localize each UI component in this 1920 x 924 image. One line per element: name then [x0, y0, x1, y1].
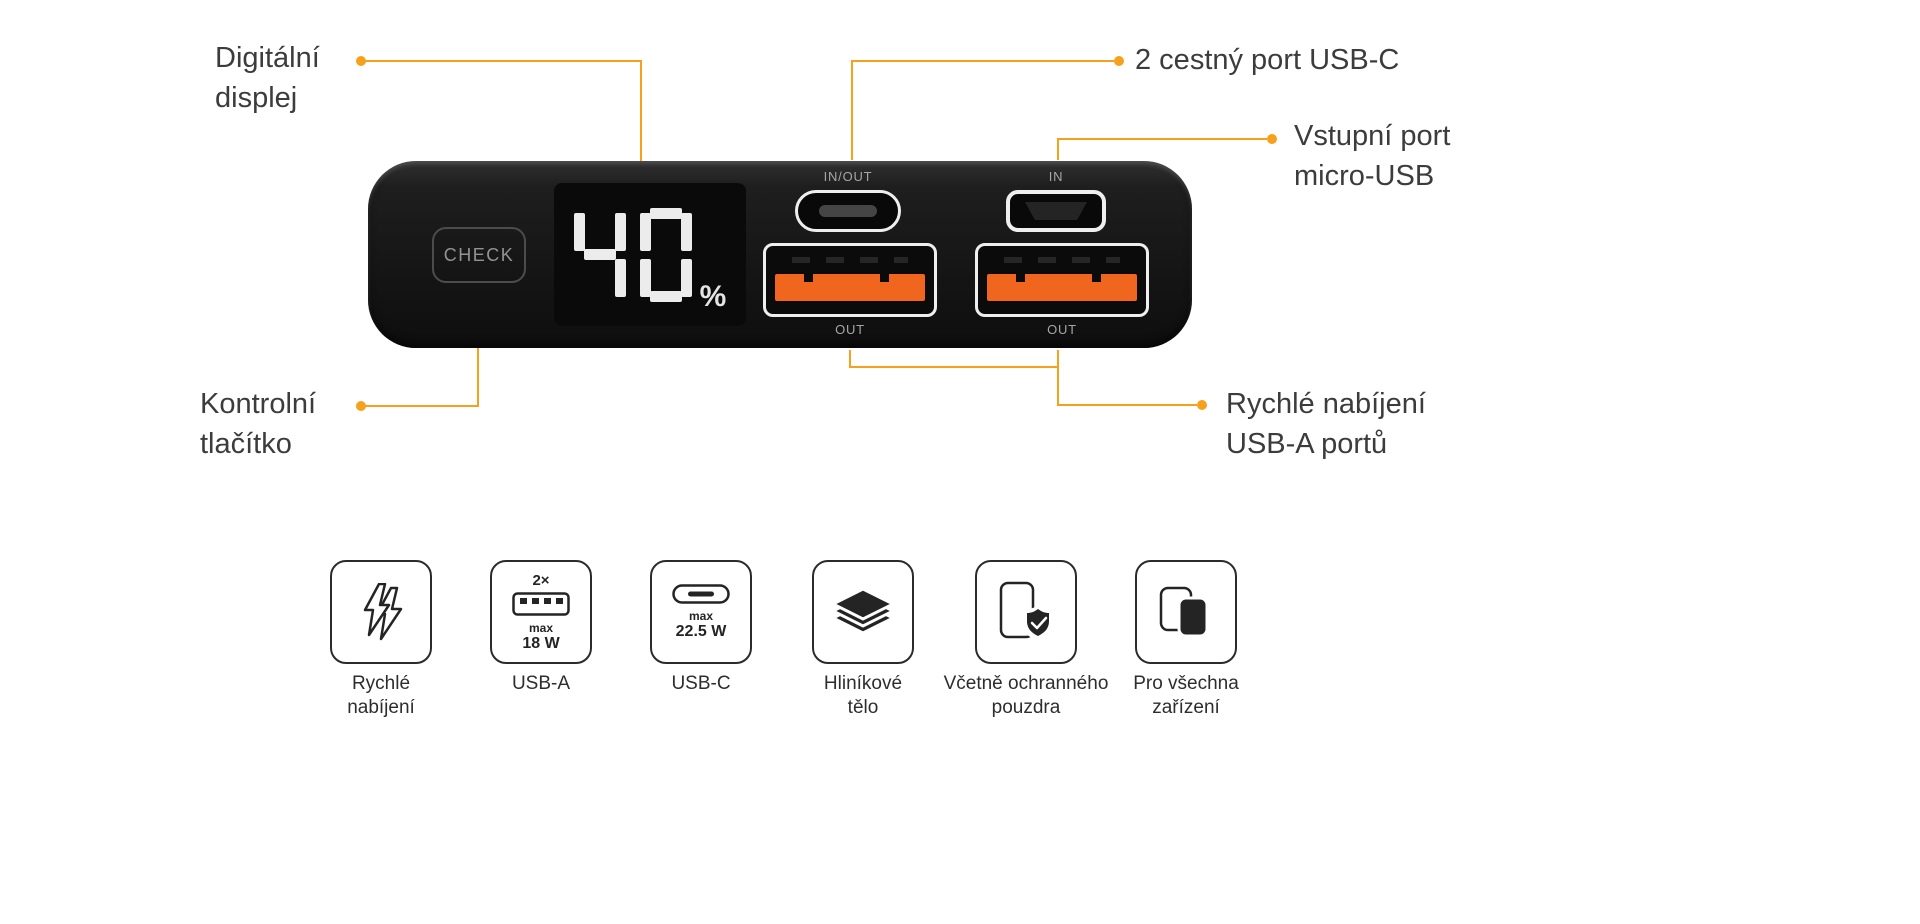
- usb-c-icon: max 22.5 W: [650, 560, 752, 664]
- micro-usb-port: [1006, 190, 1106, 232]
- port-label-out-1: OUT: [835, 322, 865, 337]
- feature-label: Včetně ochranného pouzdra: [943, 673, 1109, 718]
- usb-a-notch: [1015, 274, 1025, 282]
- feature-all-devices: Pro všechna zařízení: [1133, 560, 1239, 718]
- usb-a-notch: [803, 274, 813, 282]
- usb-a-tongue: [775, 274, 925, 301]
- usb-a-notch: [1092, 274, 1101, 282]
- usb-a-tongue: [987, 274, 1137, 301]
- usb-a-multiplier: 2×: [532, 571, 550, 589]
- usb-c-max-value: 22.5 W: [675, 622, 727, 640]
- callout-digital-display: Digitální displej: [215, 42, 320, 114]
- callout-line: [849, 350, 851, 368]
- lightning-icon: [330, 560, 432, 664]
- callout-line: [1058, 138, 1267, 140]
- usb-a-notch: [880, 274, 889, 282]
- callout-usbc-port: 2 cestný port USB-C: [1135, 44, 1400, 76]
- feature-usb-c: max 22.5 W USB-C: [650, 560, 752, 694]
- callout-line: [1057, 350, 1059, 406]
- feature-label: USB-A: [511, 673, 571, 694]
- feature-label: USB-C: [671, 673, 731, 694]
- powerbank-device: CHECK % IN/OUT IN OUT OU: [368, 161, 1192, 348]
- port-label-in: IN: [1048, 169, 1064, 184]
- usb-a-pins: [792, 257, 908, 263]
- callout-dot-check: [356, 401, 366, 411]
- feature-protective-case: Včetně ochranného pouzdra: [944, 560, 1108, 718]
- usb-c-port: [795, 190, 901, 232]
- display-digits: [573, 207, 692, 302]
- port-label-out-2: OUT: [1047, 322, 1077, 337]
- callout-line: [849, 366, 1059, 368]
- display-digit: [573, 208, 626, 302]
- feature-label: Pro všechna zařízení: [1133, 673, 1239, 718]
- callout-line: [362, 60, 642, 62]
- callout-line: [851, 60, 853, 160]
- micro-usb-connector: [1025, 202, 1087, 220]
- protective-case-icon: [975, 560, 1077, 664]
- callout-check-button: Kontrolní tlačítko: [200, 388, 317, 460]
- usb-a-max-label: max: [528, 620, 554, 635]
- callout-dot-digital-display: [356, 56, 366, 66]
- callout-line: [1059, 404, 1197, 406]
- feature-fast-charging: Rychlé nabíjení: [330, 560, 432, 718]
- display-percent-unit: %: [699, 280, 727, 313]
- check-button: CHECK: [432, 227, 526, 283]
- display-digit: [639, 207, 692, 302]
- callout-line: [1057, 138, 1059, 160]
- usb-a-max-value: 18 W: [522, 634, 560, 652]
- callout-dot-usba: [1197, 400, 1207, 410]
- usb-a-pins: [1004, 257, 1120, 263]
- usb-c-connector-tongue: [819, 205, 877, 217]
- usb-a-port-2: [975, 243, 1149, 317]
- callout-line: [852, 60, 1114, 62]
- aluminum-body-icon: [812, 560, 914, 664]
- callout-dot-micro-usb: [1267, 134, 1277, 144]
- all-devices-icon: [1135, 560, 1237, 664]
- usb-c-max-label: max: [688, 608, 714, 623]
- callout-line: [362, 405, 479, 407]
- callout-usba-fast-charge: Rychlé nabíjení USB-A portů: [1226, 388, 1426, 460]
- feature-label: Hliníkové tělo: [823, 673, 903, 718]
- usb-a-icon: 2× max 18 W: [490, 560, 592, 664]
- port-label-inout: IN/OUT: [823, 169, 873, 184]
- feature-usb-a: 2× max 18 W USB-A: [490, 560, 592, 694]
- callout-line: [640, 60, 642, 200]
- callout-dot-usbc: [1114, 56, 1124, 66]
- feature-label: Rychlé nabíjení: [347, 673, 415, 718]
- callout-micro-usb: Vstupní port micro-USB: [1294, 120, 1451, 192]
- usb-a-port-1: [763, 243, 937, 317]
- digital-display: %: [554, 183, 746, 326]
- feature-aluminum-body: Hliníkové tělo: [812, 560, 914, 718]
